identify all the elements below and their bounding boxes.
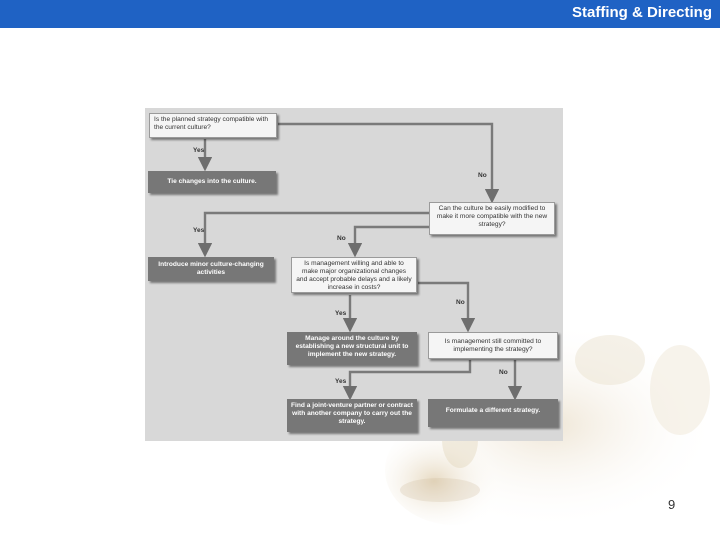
action-joint-venture: Find a joint-venture partner or contract… xyxy=(287,399,417,432)
slide-title: Staffing & Directing xyxy=(571,4,712,21)
label-yes-3: Yes xyxy=(335,310,347,317)
label-no-3: No xyxy=(456,299,465,306)
question-culture-modified: Can the culture be easily modified to ma… xyxy=(429,202,555,235)
label-no-1: No xyxy=(478,172,487,179)
action-minor-culture-changes: Introduce minor culture-changing activit… xyxy=(148,257,274,281)
question-management-committed: Is management still committed to impleme… xyxy=(428,332,558,359)
action-formulate-different-strategy: Formulate a different strategy. xyxy=(428,399,558,427)
title-bar: Staffing & Directing xyxy=(0,0,720,28)
label-yes-4: Yes xyxy=(335,378,347,385)
action-manage-around-culture: Manage around the culture by establishin… xyxy=(287,332,417,365)
label-yes-2: Yes xyxy=(193,227,205,234)
action-tie-changes: Tie changes into the culture. xyxy=(148,171,276,193)
question-strategy-compatible: Is the planned strategy compatible with … xyxy=(149,113,277,138)
label-no-2: No xyxy=(337,235,346,242)
question-major-changes: Is management willing and able to make m… xyxy=(291,257,417,293)
label-no-4: No xyxy=(499,369,508,376)
page-number: 9 xyxy=(668,497,676,512)
label-yes-1: Yes xyxy=(193,147,205,154)
